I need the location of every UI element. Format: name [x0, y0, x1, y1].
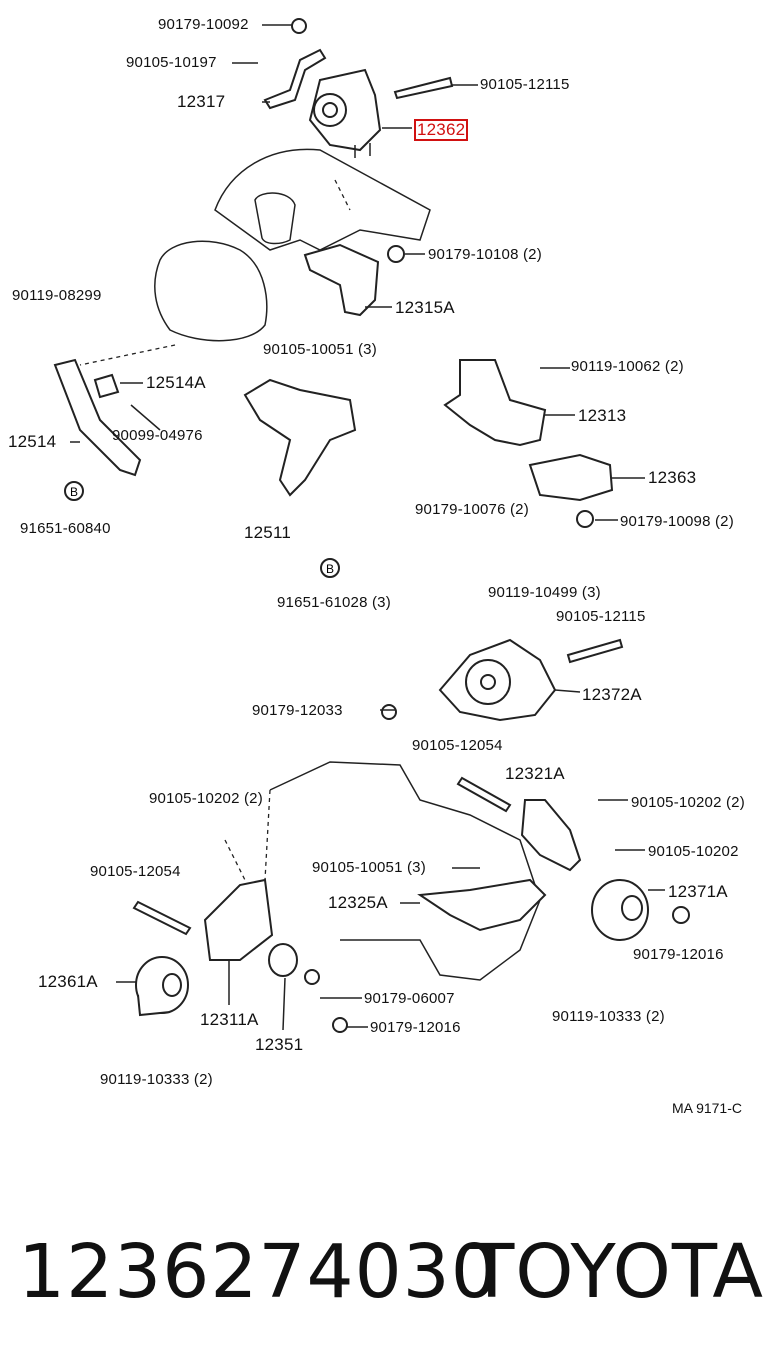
bushing-12351 [268, 943, 298, 977]
bracket-12313 [443, 359, 547, 447]
circle-b-61028: B [326, 562, 334, 576]
clip-91651-60840 [64, 481, 84, 501]
label-12361a: 12361A [38, 972, 98, 991]
label-90119-10062: 90119-10062 (2) [571, 358, 684, 375]
label-12363: 12363 [648, 468, 697, 487]
mount-12371a [591, 879, 649, 941]
nut-90179-10108 [387, 245, 405, 263]
bolt-90105-12115-top [393, 76, 454, 100]
label-12351: 12351 [255, 1035, 304, 1054]
nut-90179-10098 [576, 510, 594, 528]
label-12321a: 12321A [505, 764, 565, 783]
label-90119-10499: 90119-10499 (3) [488, 584, 601, 601]
label-90119-10333-right: 90119-10333 (2) [552, 1008, 665, 1025]
bracket-12511 [243, 378, 357, 497]
bolt-90105-12054-left [132, 900, 192, 936]
label-90105-10202-right-2: 90105-10202 (2) [631, 794, 745, 811]
label-90105-10197: 90105-10197 [126, 54, 217, 71]
mount-12362 [308, 68, 382, 158]
label-12313: 12313 [578, 406, 627, 425]
bolt-90105-12115-mid [566, 638, 624, 664]
label-12371a: 12371A [668, 882, 728, 901]
label-90119-10333-left: 90119-10333 (2) [100, 1071, 213, 1088]
label-90179-10092: 90179-10092 [158, 16, 249, 33]
leader-lines [70, 24, 665, 1031]
label-90105-12115-top: 90105-12115 [480, 76, 570, 93]
label-12372a: 12372A [582, 685, 642, 704]
mount-12361a [135, 956, 189, 1017]
mount-12372a [438, 638, 557, 722]
label-12514a: 12514A [146, 373, 206, 392]
bracket-12514 [53, 358, 142, 477]
label-90179-10098: 90179-10098 (2) [620, 513, 734, 530]
label-90105-10051: 90105-10051 (3) [263, 341, 377, 358]
footer-brand: TOYOTA [469, 1229, 764, 1315]
block-12514a [93, 373, 120, 399]
diagram-reference-code: MA 9171-C [671, 1100, 742, 1116]
label-12511: 12511 [244, 523, 292, 542]
footer-part-number: 1236274030 [18, 1229, 499, 1315]
nut-90179-12016-r [672, 906, 690, 924]
label-90179-12033: 90179-12033 [252, 702, 343, 719]
label-91651-61028: 91651-61028 (3) [277, 594, 391, 611]
label-90179-10076: 90179-10076 (2) [415, 501, 529, 518]
parts-diagram: B B 90179-10092 90105-10197 12317 90105-… [8, 16, 745, 1117]
label-90179-10108: 90179-10108 (2) [428, 246, 542, 263]
label-12362-highlighted[interactable]: 12362 [414, 119, 469, 141]
label-12311a: 12311A [200, 1010, 259, 1029]
bracket-12321a [520, 799, 582, 872]
nut-90179-10092 [291, 18, 307, 34]
label-12315a: 12315A [395, 298, 455, 317]
bracket-12311a [203, 878, 274, 961]
bolt-90105-12054-top [456, 776, 512, 813]
label-90105-10051-b: 90105-10051 (3) [312, 859, 426, 876]
label-90105-12115-mid: 90105-12115 [556, 608, 646, 625]
label-90099-04976: 90099-04976 [112, 427, 203, 444]
bracket-12317 [263, 48, 327, 110]
nut-90179-12033 [381, 704, 397, 720]
clip-91651-61028 [320, 558, 340, 578]
circle-b-60840: B [70, 485, 78, 499]
nut-90179-12016-b [332, 1017, 348, 1033]
label-90105-12054-left: 90105-12054 [90, 863, 181, 880]
label-90179-06007: 90179-06007 [364, 990, 455, 1007]
label-90105-10202-left: 90105-10202 (2) [149, 790, 263, 807]
diagram-illustration: B B [53, 18, 690, 1033]
label-12325a: 12325A [328, 893, 388, 912]
label-90179-12016-bottom: 90179-12016 [370, 1019, 461, 1036]
label-90119-08299: 90119-08299 [12, 287, 102, 304]
transmission-outline [224, 761, 541, 981]
nut-90179-06007 [304, 969, 320, 985]
label-12514: 12514 [8, 432, 57, 451]
bracket-12325a [417, 878, 547, 932]
label-90105-10202-right: 90105-10202 [648, 843, 739, 860]
label-90105-12054-top: 90105-12054 [412, 737, 503, 754]
label-91651-60840: 91651-60840 [20, 520, 111, 537]
label-12317: 12317 [177, 92, 226, 111]
mount-12363 [528, 453, 614, 502]
bracket-12315a [303, 243, 380, 317]
engine-outline-top [79, 148, 431, 366]
label-90179-12016-right: 90179-12016 [633, 946, 724, 963]
